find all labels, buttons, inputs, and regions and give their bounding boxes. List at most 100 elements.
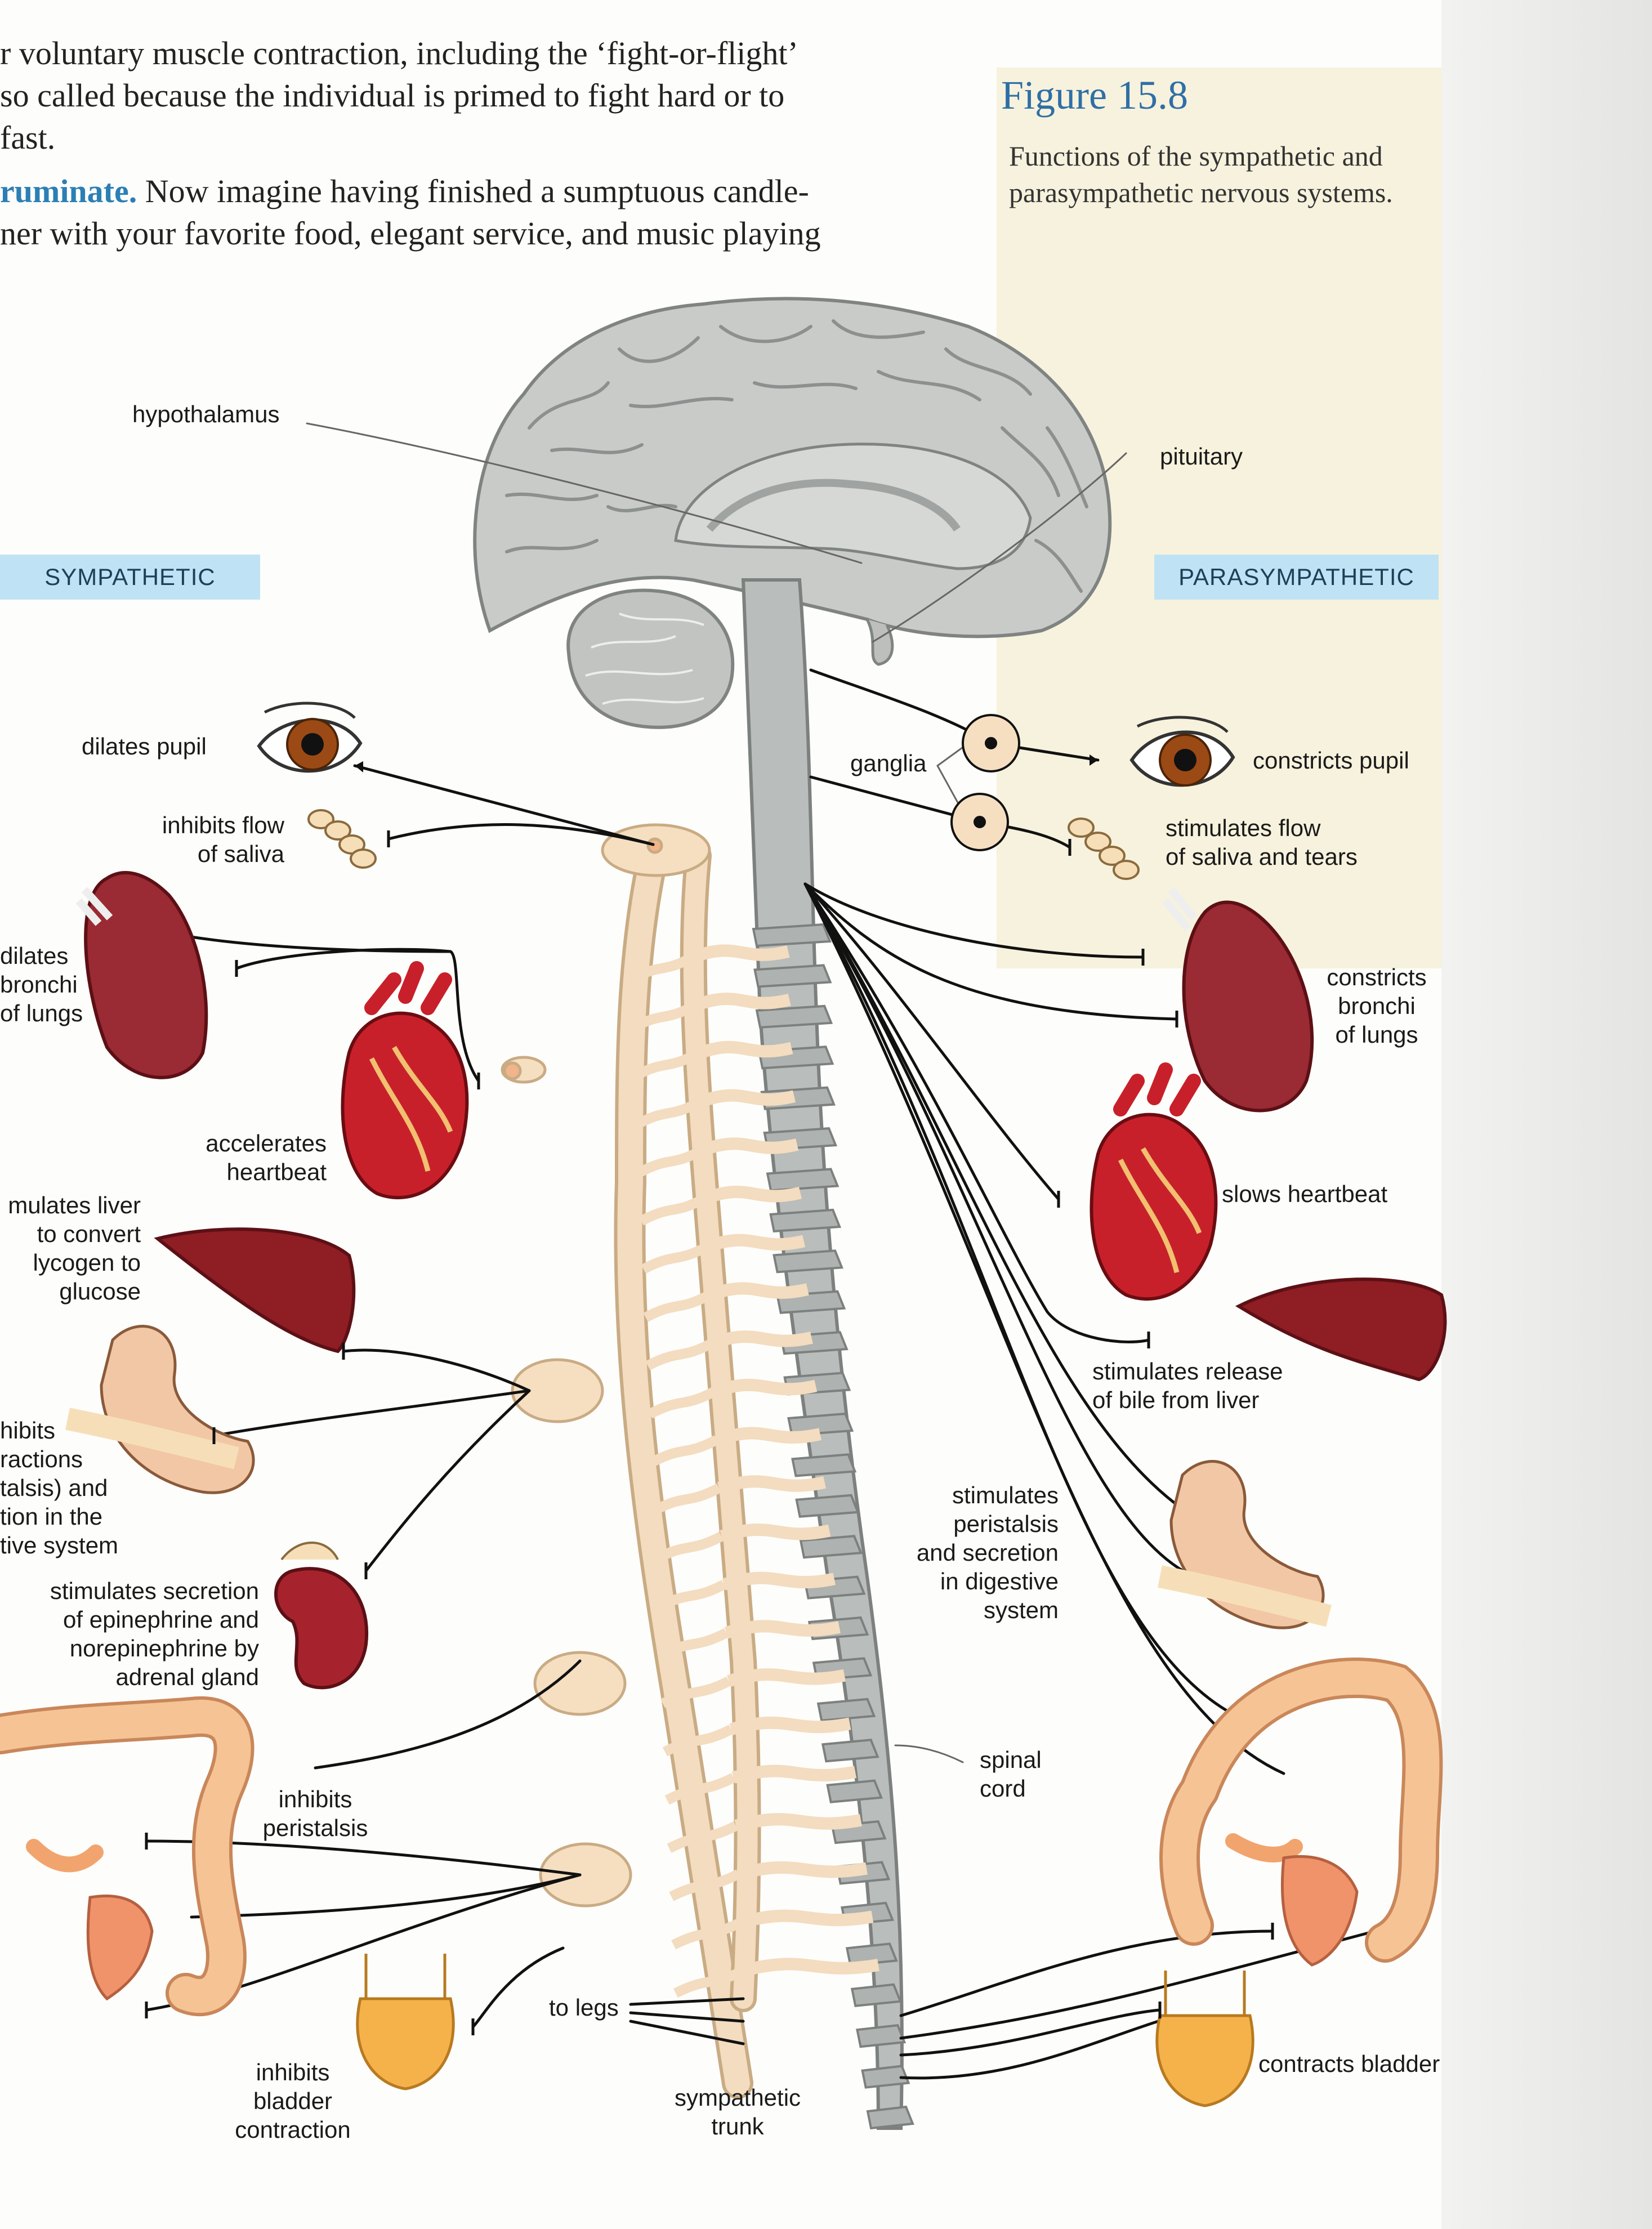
trunk-ramus bbox=[731, 1765, 857, 1784]
trunk-connector bbox=[656, 1580, 726, 1612]
page-edge-shadow bbox=[1441, 0, 1652, 2229]
label-ganglia: ganglia bbox=[850, 750, 927, 776]
figure-caption: Functions of the sympathetic and parasym… bbox=[1009, 140, 1393, 208]
label-sympathetic-trunk: sympathetic trunk bbox=[674, 2084, 801, 2139]
body-text-line: so called because the individual is prim… bbox=[0, 77, 785, 114]
vertebra bbox=[799, 1535, 863, 1559]
trunk-ramus bbox=[739, 1909, 874, 1928]
trunk-connector bbox=[648, 1387, 717, 1419]
label-inhibits-bladder: inhibits bladder contraction bbox=[235, 2059, 351, 2143]
body-text-line: r voluntary muscle contraction, includin… bbox=[0, 35, 798, 72]
trunk-ramus bbox=[695, 1040, 793, 1060]
bladder-left bbox=[356, 1954, 455, 2090]
vertebra bbox=[816, 1698, 876, 1722]
body-text-line: ner with your favorite food, elegant ser… bbox=[0, 215, 821, 252]
label-to-legs: to legs bbox=[549, 1994, 619, 2021]
trunk-connector bbox=[658, 1628, 729, 1660]
trunk-ramus bbox=[693, 993, 791, 1012]
trunk-ramus bbox=[698, 1089, 796, 1108]
kidney-adrenal bbox=[274, 1542, 369, 1690]
vertebrae bbox=[752, 923, 914, 2130]
trunk-ramus bbox=[717, 1475, 826, 1494]
stomach-left bbox=[65, 1325, 255, 1494]
label-slows-heartbeat: slows heartbeat bbox=[1222, 1181, 1388, 1207]
body-text-line: fast. bbox=[0, 119, 56, 156]
trunk-ramus bbox=[712, 1378, 818, 1397]
trunk-ramus bbox=[742, 1958, 879, 1977]
trunk-connector bbox=[669, 1869, 741, 1901]
rectum-left bbox=[86, 1895, 154, 2001]
vertebra bbox=[845, 1942, 898, 1967]
body-text-line: ruminate. Now imagine having finished a … bbox=[0, 169, 809, 214]
label-inhibits-peristalsis: inhibits peristalsis bbox=[262, 1786, 368, 1841]
vertebra bbox=[826, 1779, 883, 1803]
trunk-connector bbox=[636, 1145, 705, 1177]
trunk-rami bbox=[628, 944, 879, 1998]
vertebra bbox=[769, 1208, 842, 1233]
lung-right bbox=[1162, 887, 1314, 1113]
rectum-right bbox=[1281, 1855, 1359, 1967]
trunk-connector bbox=[630, 1000, 698, 1033]
label-dilates-bronchi: dilates bronchi of lungs bbox=[0, 942, 83, 1026]
trunk-connector bbox=[667, 1821, 739, 1853]
trunk-connector bbox=[660, 1676, 731, 1708]
vertebra bbox=[866, 2105, 914, 2130]
trunk-connector bbox=[639, 1194, 707, 1226]
intestine-right bbox=[1159, 1657, 1443, 1963]
label-constricts-bronchi: constricts bronchi of lungs bbox=[1327, 964, 1427, 1048]
trunk-ramus bbox=[709, 1330, 813, 1350]
trunk-ramus bbox=[720, 1523, 831, 1543]
vertebra bbox=[787, 1412, 854, 1437]
stomach-right bbox=[1158, 1460, 1332, 1629]
vertebra bbox=[773, 1249, 843, 1274]
trunk-ramus bbox=[715, 1427, 821, 1446]
trunk-connector bbox=[628, 953, 695, 984]
trunk-connector bbox=[654, 1531, 724, 1564]
vertebra bbox=[856, 2024, 907, 2048]
label-adrenal-secretion: stimulates secretion of epinephrine and … bbox=[50, 1578, 259, 1690]
intestine-left bbox=[0, 1696, 255, 2016]
heart-right bbox=[1090, 1062, 1218, 1301]
label-contracts-bladder: contracts bladder bbox=[1258, 2051, 1440, 2077]
trunk-ramus bbox=[734, 1813, 862, 1832]
figure-title: Figure 15.8 bbox=[1001, 73, 1188, 118]
trunk-connector bbox=[662, 1725, 734, 1757]
liver-left bbox=[154, 1227, 356, 1354]
trunk-connector bbox=[632, 1049, 700, 1081]
spinal-cord bbox=[741, 578, 904, 2130]
trunk-connector bbox=[649, 1435, 720, 1467]
label-liver-glucose: mulates liver to convert lycogen to gluc… bbox=[8, 1192, 141, 1305]
vertebra bbox=[791, 1453, 857, 1477]
trunk-connector bbox=[651, 1483, 722, 1515]
trunk-ramus bbox=[690, 944, 790, 963]
sympathetic-header: SYMPATHETIC bbox=[0, 555, 260, 600]
salivary-gland-left bbox=[307, 809, 377, 869]
parasympathetic-header: PARASYMPATHETIC bbox=[1154, 555, 1439, 600]
trunk-ramus bbox=[722, 1571, 836, 1591]
label-stimulates-digestion: stimulates peristalsis and secretion in … bbox=[916, 1482, 1059, 1623]
label-pituitary: pituitary bbox=[1160, 443, 1243, 470]
trunk-ramus bbox=[736, 1861, 868, 1880]
trunk-ramus bbox=[700, 1137, 799, 1156]
trunk-connector bbox=[641, 1242, 709, 1274]
label-hypothalamus: hypothalamus bbox=[132, 401, 280, 427]
vertebra bbox=[753, 964, 832, 988]
label-dilates-pupil: dilates pupil bbox=[82, 733, 207, 760]
label-inhibits-saliva: inhibits flow of saliva bbox=[162, 812, 284, 867]
trunk-ramus bbox=[707, 1282, 809, 1301]
label-stimulates-saliva: stimulates flow of saliva and tears bbox=[1166, 815, 1358, 870]
label-constricts-pupil: constricts pupil bbox=[1253, 747, 1409, 774]
parasympathetic-ganglia bbox=[950, 714, 1020, 851]
trunk-connector bbox=[671, 1918, 743, 1950]
paragraph-text: Now imagine having finished a sumptuous … bbox=[137, 173, 809, 209]
trunk-ramus bbox=[729, 1716, 851, 1736]
liver-right bbox=[1235, 1277, 1447, 1382]
label-accelerates-heartbeat: accelerates heartbeat bbox=[206, 1130, 327, 1185]
lung-left bbox=[75, 871, 208, 1079]
bladder-right bbox=[1155, 1971, 1254, 2107]
paragraph-lead: ruminate. bbox=[0, 173, 137, 209]
synapse-endings bbox=[145, 830, 1274, 2035]
label-inhibits-digestion: hibits ractions talsis) and tion in the … bbox=[0, 1417, 119, 1558]
vertebra bbox=[752, 923, 832, 948]
sympathetic-trunk bbox=[614, 840, 761, 2099]
